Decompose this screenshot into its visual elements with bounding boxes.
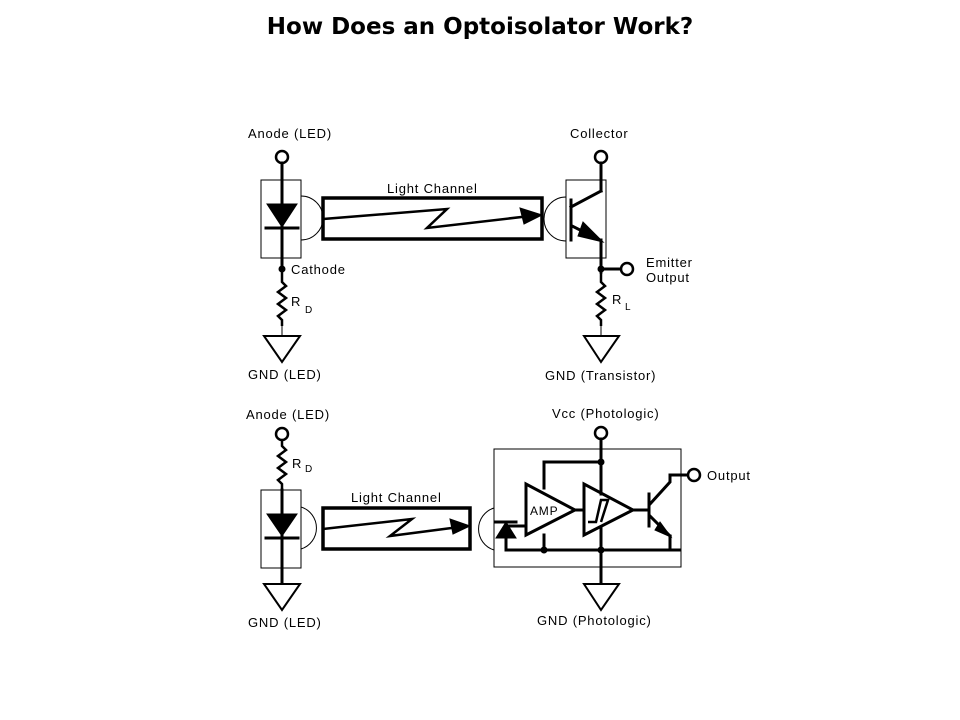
anode-terminal (274, 149, 290, 165)
anode-terminal-bottom (274, 426, 290, 442)
led-diode-icon-bottom (266, 513, 298, 537)
led-emission-arc-bottom (300, 506, 317, 550)
photologic-ground-label: GND (Photologic) (537, 613, 652, 628)
transistor-ground-label: GND (Transistor) (545, 368, 656, 383)
ground-rail (504, 536, 682, 552)
anode-label-bottom: Anode (LED) (246, 407, 330, 422)
output-label: Output (707, 468, 751, 483)
light-ray-icon (321, 207, 532, 230)
light-ray-icon-bottom (321, 517, 461, 538)
amplifier-icon (524, 481, 579, 538)
transistor-ground-icon (582, 335, 621, 364)
led-resistor-icon (275, 272, 289, 326)
amp-supply-wire (542, 460, 603, 490)
led-diode-icon (266, 203, 298, 228)
led-resistor-subscript: D (305, 305, 313, 316)
channel-label: Light Channel (387, 181, 478, 196)
output-terminal (686, 467, 702, 483)
load-resistor-icon (594, 272, 608, 326)
hysteresis-icon (588, 498, 610, 524)
ground-node (597, 546, 605, 554)
led-ground-label: GND (LED) (248, 367, 322, 382)
emitter-output-terminal (619, 261, 635, 277)
page-title: How Does an Optoisolator Work? (266, 14, 694, 40)
cathode-node (278, 265, 286, 273)
emitter-output-label-line1: Emitter (646, 255, 693, 270)
collector-terminal (593, 149, 609, 165)
led-resistor-label-bottom: R (292, 456, 302, 471)
vcc-label: Vcc (Photologic) (552, 406, 659, 421)
led-resistor-icon-bottom (275, 440, 289, 490)
anode-label: Anode (LED) (248, 126, 332, 141)
collector-lead (568, 188, 604, 210)
amp-label: AMP (530, 504, 558, 518)
led-resistor-label: R (291, 294, 301, 309)
output-collector-lead (647, 473, 683, 507)
load-resistor-label: R (612, 292, 622, 307)
led-ground-icon (262, 335, 302, 364)
bottom-circuit: Anode (LED) R D GND (LED) Light Channel … (246, 406, 751, 630)
led-ground-icon-bottom (262, 583, 302, 612)
top-circuit: Anode (LED) Cathode R D GND (LED) Light … (248, 126, 693, 383)
cathode-label: Cathode (291, 262, 346, 277)
emitter-output-label-line2: Output (646, 270, 690, 285)
led-ground-label-bottom: GND (LED) (248, 615, 322, 630)
load-resistor-subscript: L (625, 302, 631, 313)
emitter-arrow-icon (577, 221, 605, 243)
channel-label-bottom: Light Channel (351, 490, 442, 505)
photologic-ground-icon (582, 583, 621, 612)
vcc-terminal (593, 425, 609, 441)
led-emission-arc (300, 195, 324, 241)
output-emitter-arrow-icon (654, 521, 673, 539)
led-resistor-subscript-bottom: D (305, 464, 313, 475)
photodiode-receive-arc (478, 507, 495, 551)
light-arrowhead-icon-bottom (449, 518, 472, 535)
collector-label: Collector (570, 126, 629, 141)
phototransistor-receive-arc (543, 196, 567, 242)
light-arrowhead-icon (519, 207, 544, 225)
